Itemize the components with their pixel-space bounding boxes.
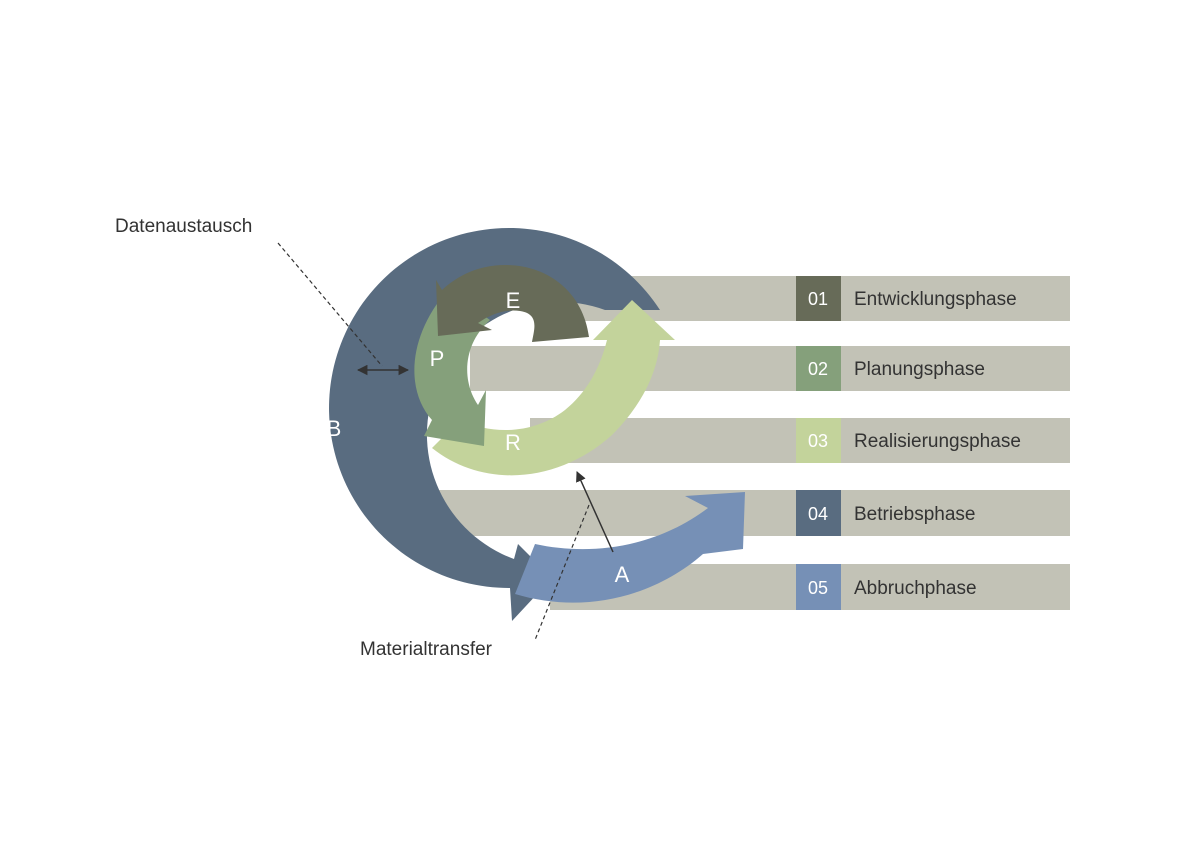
legend-number-01: 01: [808, 289, 828, 309]
legend-name-03: Realisierungsphase: [854, 431, 1021, 452]
data-exchange-connector: Datenaustausch: [115, 216, 410, 376]
data-exchange-leader: [277, 242, 383, 367]
letter-p: P: [430, 346, 445, 371]
arrow-abbruch: [515, 492, 745, 603]
legend-name-01: Entwicklungsphase: [854, 289, 1017, 310]
material-transfer-arrow: [576, 471, 614, 553]
legend-name-02: Planungsphase: [854, 359, 985, 380]
legend-number-03: 03: [808, 431, 828, 451]
legend-name-05: Abbruchphase: [854, 578, 977, 599]
bar-planung: [470, 346, 1070, 391]
arrow-entwicklung-shape: [436, 265, 589, 342]
material-transfer-leader: [534, 504, 590, 641]
material-transfer-connector: Materialtransfer: [360, 471, 614, 660]
letter-a: A: [615, 562, 630, 587]
arrow-realisierung: [432, 300, 675, 476]
legend-number-05: 05: [808, 578, 828, 598]
letter-b: B: [327, 416, 342, 441]
legend: 01 02 03 04 05 Entwicklungsphase Planung…: [796, 276, 1021, 610]
legend-number-02: 02: [808, 359, 828, 379]
legend-box-05: [796, 564, 841, 610]
legend-number-04: 04: [808, 504, 828, 524]
data-exchange-label: Datenaustausch: [115, 216, 252, 237]
legend-box-01: [796, 276, 841, 321]
arrow-entwicklung: [436, 265, 589, 342]
legend-box-04: [796, 490, 841, 536]
arrow-realisierung-shape: [432, 300, 675, 476]
legend-name-04: Betriebsphase: [854, 504, 975, 525]
arrow-betrieb: [329, 228, 660, 621]
legend-box-02: [796, 346, 841, 391]
letter-e: E: [506, 288, 521, 313]
arrow-letters: E P R B A: [327, 288, 630, 587]
legend-box-03: [796, 418, 841, 463]
arrow-betrieb-shape: [329, 228, 660, 621]
material-transfer-label: Materialtransfer: [360, 639, 493, 660]
letter-r: R: [505, 430, 521, 455]
arrow-abbruch-shape: [515, 492, 745, 603]
